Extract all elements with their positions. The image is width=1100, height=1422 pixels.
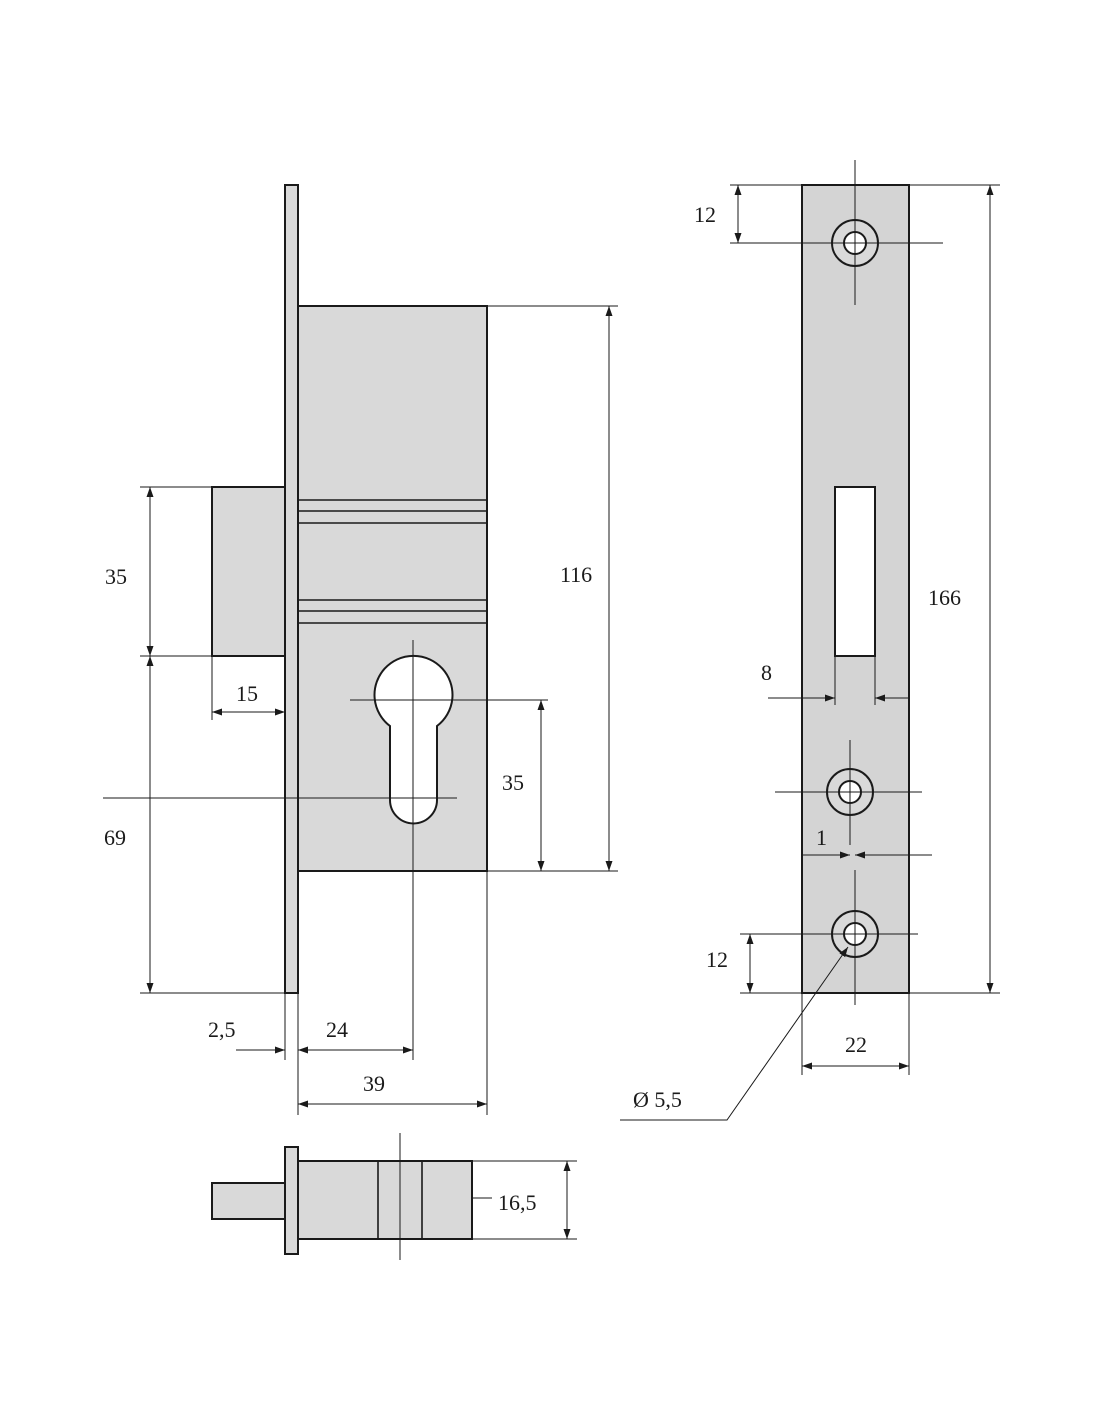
case-grooves bbox=[298, 499, 487, 624]
dim-faceplate-thickness: 2,5 bbox=[208, 1017, 236, 1042]
dim-screw-offset: 1 bbox=[816, 825, 827, 850]
dim-top-screw: 12 bbox=[694, 202, 716, 227]
top-view: 16,5 bbox=[211, 1133, 577, 1260]
top-case bbox=[297, 1160, 473, 1240]
dim-slot-width: 8 bbox=[761, 660, 772, 685]
dim-screw-diameter: Ø 5,5 bbox=[633, 1087, 682, 1112]
dim-faceplate-length: 166 bbox=[928, 585, 961, 610]
front-view: 12 166 8 1 12 22 Ø 5,5 bbox=[620, 160, 1000, 1121]
dim-bolt-height: 35 bbox=[105, 564, 127, 589]
side-view: 35 69 15 116 35 2,5 24 39 bbox=[103, 184, 618, 1115]
dim-case-depth: 39 bbox=[363, 1071, 385, 1096]
bolt-slot bbox=[834, 486, 876, 657]
top-bolt bbox=[211, 1182, 286, 1220]
bolt bbox=[211, 486, 286, 657]
dim-cylinder-center: 35 bbox=[502, 770, 524, 795]
dim-width-top: 16,5 bbox=[498, 1190, 537, 1215]
top-faceplate bbox=[284, 1146, 299, 1255]
dim-bolt-throw: 15 bbox=[236, 681, 258, 706]
dim-faceplate-width: 22 bbox=[845, 1032, 867, 1057]
side-faceplate bbox=[284, 184, 299, 994]
dim-lower-height: 69 bbox=[104, 825, 126, 850]
dim-case-height: 116 bbox=[560, 562, 592, 587]
dim-bottom-screw: 12 bbox=[706, 947, 728, 972]
dim-backset: 24 bbox=[326, 1017, 348, 1042]
